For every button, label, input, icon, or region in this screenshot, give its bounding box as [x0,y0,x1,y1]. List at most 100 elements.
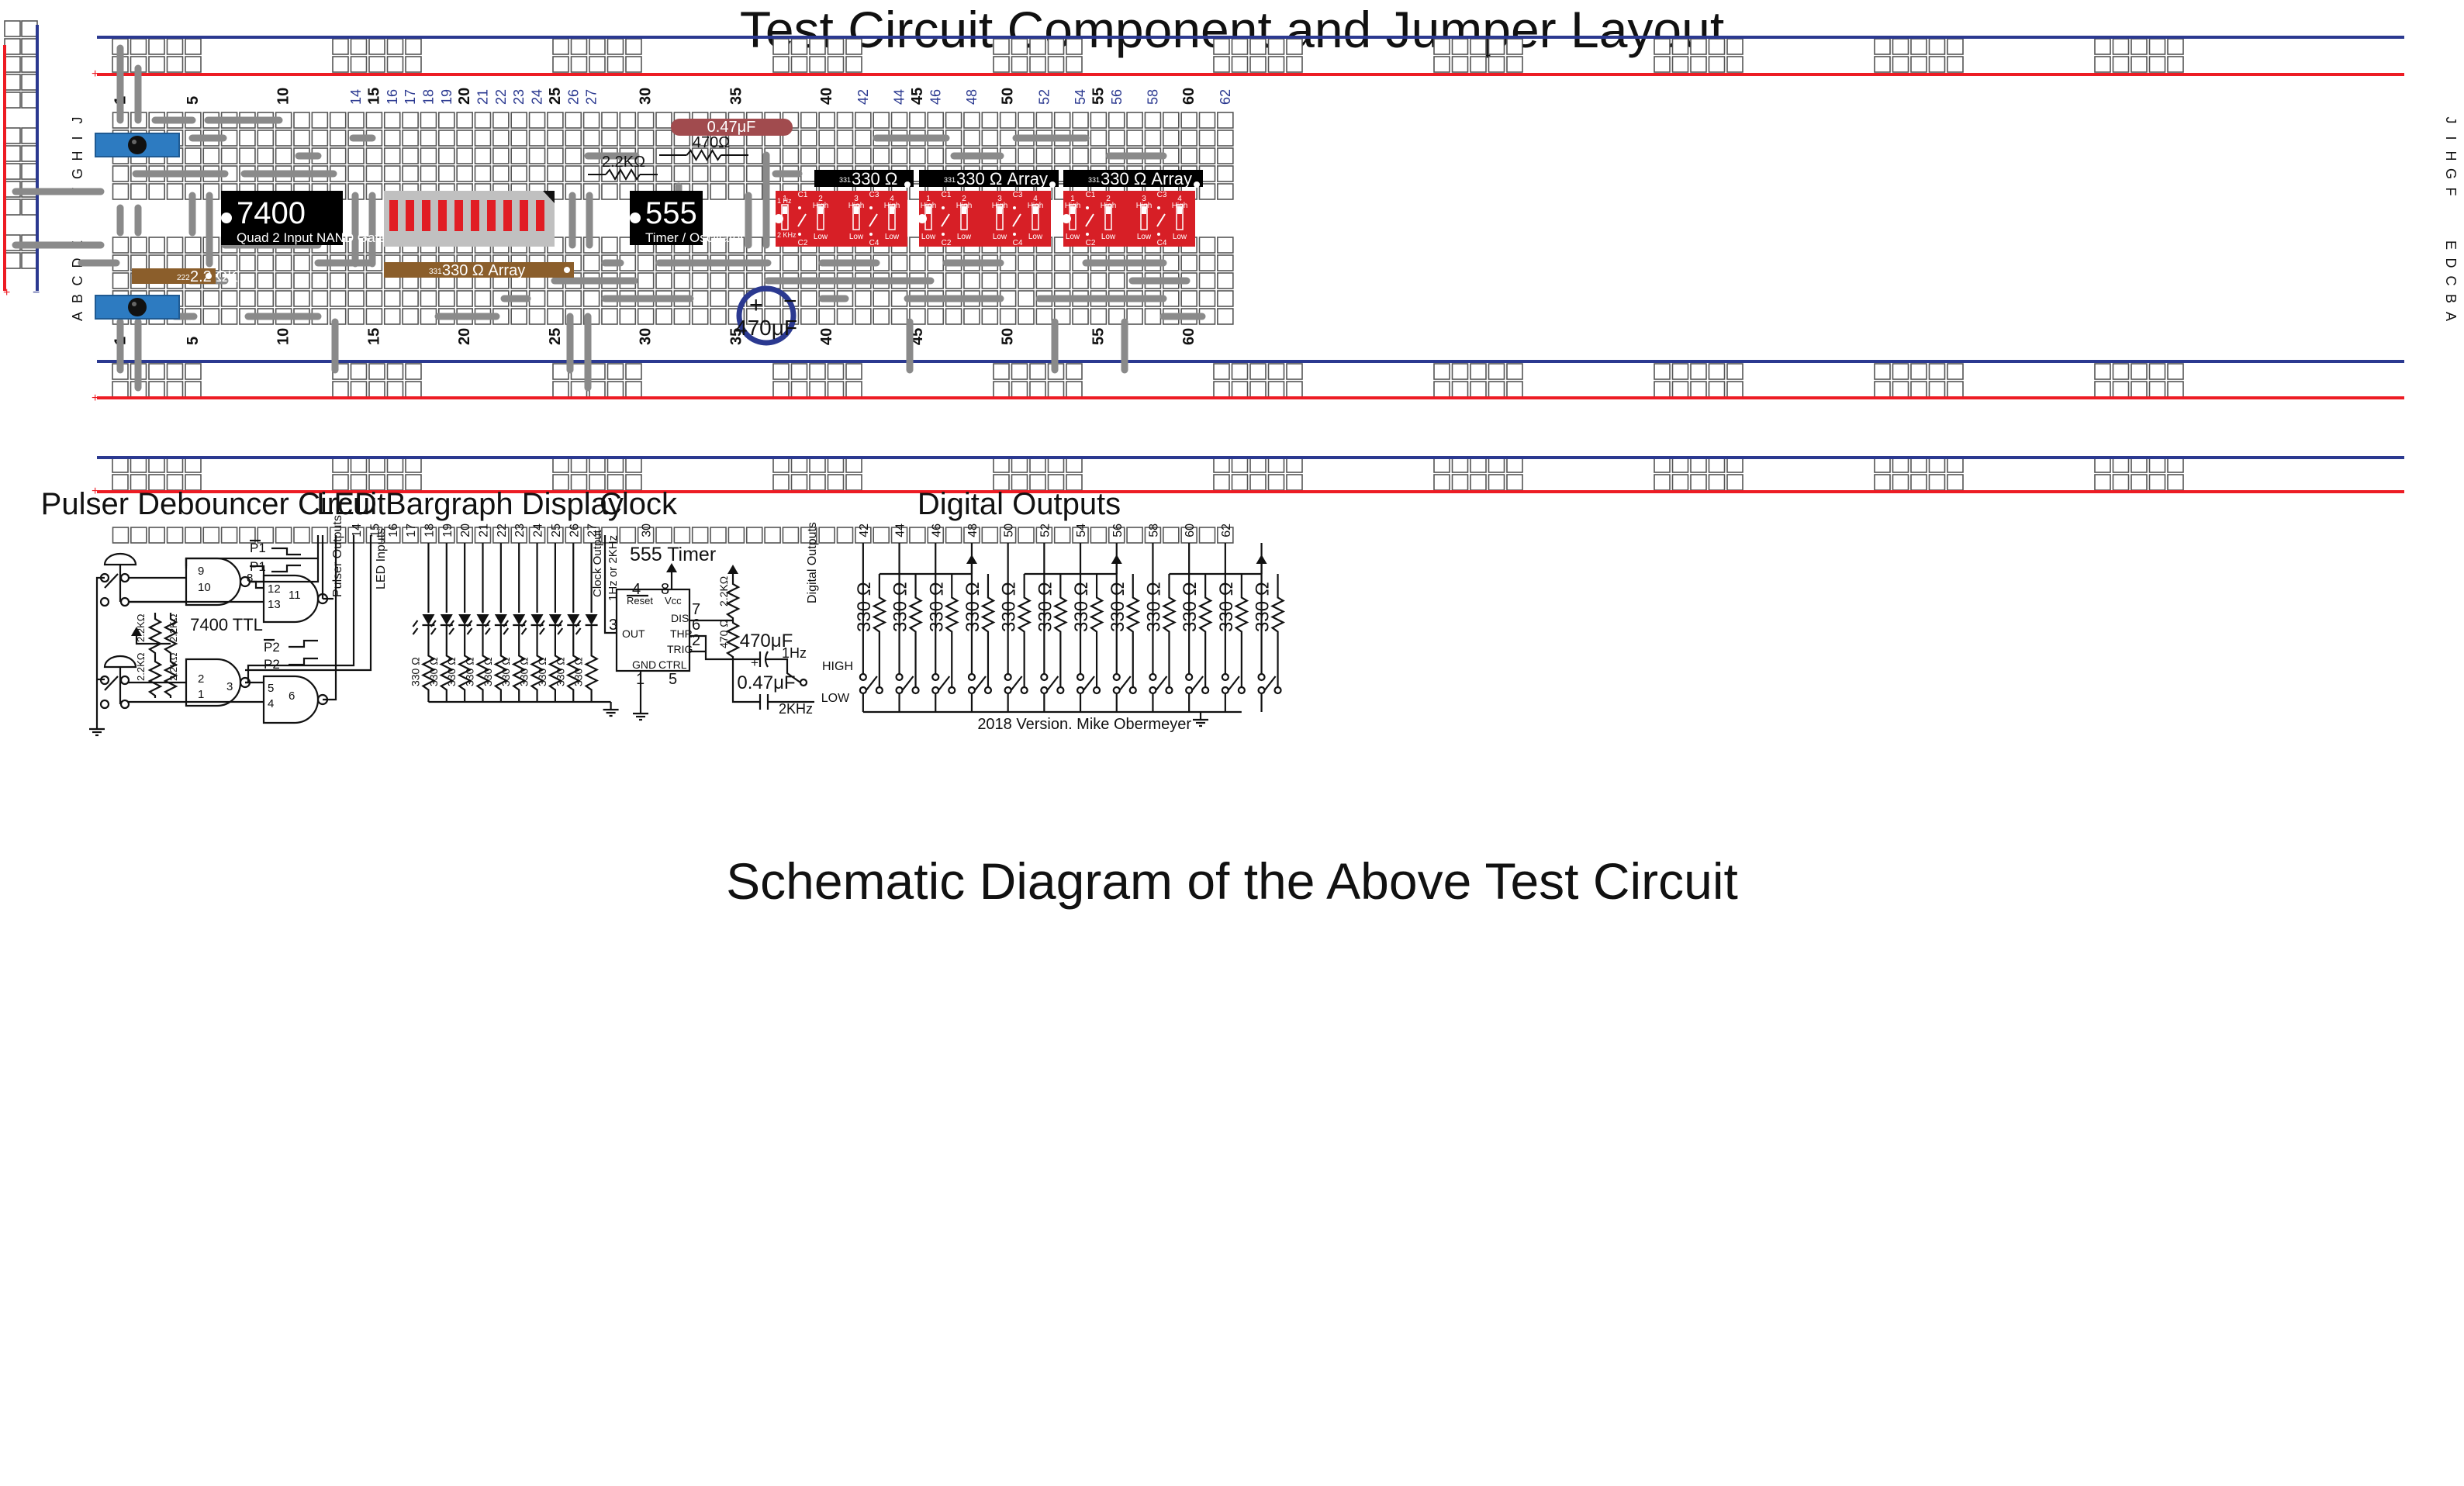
breadboard-hole [202,308,220,325]
dip-low: Low [1137,233,1152,241]
column-number: 60 [1180,328,1197,345]
left-minus-mark: − [33,286,40,299]
breadboard-hole [2131,38,2148,55]
breadboard-hole [347,527,365,544]
breadboard-hole [981,272,999,289]
breadboard-hole [1910,363,1927,380]
breadboard-hole [1053,147,1071,164]
breadboard-hole [909,527,926,544]
schematic-pin-number: 19 [441,524,454,537]
schematic-pin-number: 56 [1111,524,1125,537]
breadboard-hole [1910,38,1927,55]
breadboard-hole [332,38,349,55]
breadboard-hole [1708,56,1726,73]
dip-number: 1 [783,195,787,203]
breadboard-hole [855,112,872,129]
schematic-pin-number: 26 [568,524,581,537]
wire [766,658,801,683]
breadboard-hole [1035,147,1053,164]
breadboard-hole [601,130,618,147]
switch-contact [1149,672,1157,682]
resistor-label: 330 Ω [926,582,947,632]
breadboard-hole [710,237,727,254]
column-number: 48 [964,89,980,105]
vcc-arrow [131,627,142,636]
breadboard-hole [528,308,546,325]
capacitor-047: 0.47μF [671,119,793,136]
dip-slider [1177,206,1182,214]
pin-number: 2 [692,632,700,649]
row-label: H [70,151,85,161]
breadboard-hole [420,165,437,182]
breadboard-hole [350,363,368,380]
dip-contact-label: C3 [1013,191,1023,199]
breadboard-hole [329,112,347,129]
row-label: D [2443,258,2459,268]
switch-contact [895,686,904,695]
breadboard-hole [1213,38,1230,55]
breadboard-hole [386,38,404,55]
breadboard-hole [1947,381,1964,398]
breadboard-hole [809,38,826,55]
breadboard-hole [1213,474,1230,491]
breadboard-hole [993,363,1010,380]
column-number: 5 [185,96,202,105]
schematic-pin-number: 62 [1220,524,1233,537]
breadboard-hole [873,112,890,129]
switch-contact [931,672,940,682]
switch-contact [948,686,956,695]
breadboard-hole [552,56,569,73]
breadboard-hole [1126,130,1143,147]
column-number: 52 [1036,89,1052,105]
breadboard-hole [1488,38,1505,55]
breadboard-hole [257,527,275,544]
breadboard-hole [166,237,184,254]
breadboard-hole [1108,308,1125,325]
breadboard-hole [945,308,962,325]
hole-layer [4,20,2184,544]
breadboard-hole [827,38,845,55]
breadboard-hole [185,56,202,73]
breadboard-hole [1213,381,1230,398]
resistor-330 [1017,586,1032,644]
breadboard-hole [1874,363,1891,380]
switch-arm [901,676,914,691]
breadboard-hole [890,308,908,325]
resistor-label: 330 Ω [1143,582,1164,632]
breadboard-hole [1090,130,1108,147]
left-plus-mark: + [3,286,10,299]
switch-contact [1040,672,1049,682]
breadboard-hole [1035,272,1053,289]
breadboard-hole [1217,183,1234,200]
breadboard-hole [1267,38,1285,55]
dip-low: Low [921,233,936,241]
breadboard-hole [1029,56,1046,73]
column-number: 14 [348,89,364,105]
breadboard-hole [347,272,365,289]
dip-low: Low [993,233,1007,241]
terminal [119,572,130,583]
schematic-pin-number: 46 [930,524,943,537]
column-number: 16 [385,89,400,105]
breadboard-hole [565,165,582,182]
led-diode [458,614,472,625]
led-diode [567,614,580,625]
breadboard-hole [772,363,790,380]
breadboard-hole [619,130,637,147]
breadboard-hole [383,290,401,307]
breadboard-hole [510,112,528,129]
breadboard-hole [601,112,618,129]
breadboard-hole [437,112,455,129]
breadboard-hole [845,381,862,398]
breadboard-hole [1470,363,1487,380]
breadboard-hole [655,272,672,289]
breadboard-hole [1011,363,1028,380]
switch-contact [1221,672,1229,682]
breadboard-hole [1072,147,1089,164]
led-diode [476,614,489,625]
breadboard-hole [21,145,38,162]
column-number: 62 [1218,89,1233,105]
chip-body [630,191,703,245]
breadboard-hole [402,165,419,182]
